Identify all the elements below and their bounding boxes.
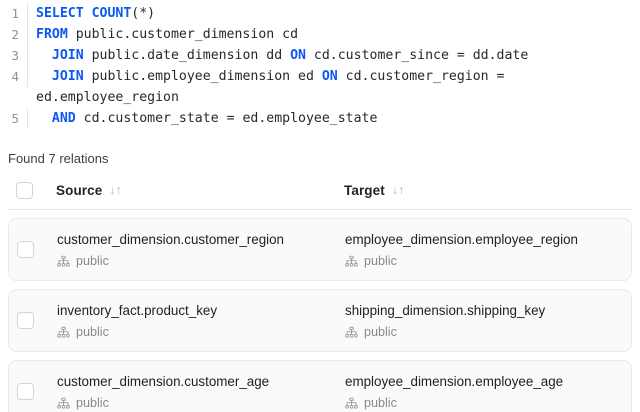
sql-keyword: JOIN [51, 48, 84, 63]
column-header-target[interactable]: Target ↓↑ [344, 183, 624, 198]
row-checkbox[interactable] [17, 312, 34, 329]
source-schema: public [57, 324, 345, 340]
sitemap-icon [57, 326, 70, 337]
column-header-source[interactable]: Source ↓↑ [56, 183, 344, 198]
row-checkbox[interactable] [17, 383, 34, 400]
sort-icon[interactable]: ↓↑ [109, 183, 122, 198]
source-name[interactable]: customer_dimension.customer_region [57, 232, 285, 247]
sql-keyword: ON [321, 69, 338, 84]
code-line: 3 JOIN public.date_dimension dd ON cd.cu… [0, 45, 640, 66]
code-line: 1 SELECT COUNT(*) [0, 3, 640, 24]
select-all-cell[interactable] [16, 182, 56, 199]
sql-text: public.customer_dimension cd [67, 27, 299, 42]
line-number: 5 [0, 108, 28, 129]
code-text: JOIN public.employee_dimension ed ON cd.… [36, 66, 640, 108]
sitemap-icon [57, 397, 70, 408]
target-schema: public [345, 324, 623, 340]
line-number: 1 [0, 3, 28, 24]
results-summary: Found 7 relations [8, 151, 109, 166]
sql-text: cd.customer_state = ed.employee_state [75, 111, 378, 126]
source-schema-label: public [76, 325, 109, 339]
source-schema-label: public [76, 396, 109, 410]
sql-text: (*) [131, 6, 156, 21]
target-name[interactable]: shipping_dimension.shipping_key [345, 303, 546, 318]
source-name[interactable]: customer_dimension.customer_age [57, 374, 270, 389]
column-header-target-label: Target [344, 183, 385, 198]
code-text: AND cd.customer_state = ed.employee_stat… [36, 108, 640, 129]
code-text: FROM public.customer_dimension cd [36, 24, 640, 45]
code-line: 4 JOIN public.employee_dimension ed ON c… [0, 66, 640, 108]
target-schema-label: public [364, 396, 397, 410]
sql-keyword: AND [51, 111, 76, 126]
sql-text [36, 69, 52, 84]
results-table-header: Source ↓↑ Target ↓↑ [8, 178, 632, 210]
column-header-source-label: Source [56, 183, 103, 198]
source-name[interactable]: inventory_fact.product_key [57, 303, 218, 318]
line-number: 3 [0, 45, 28, 66]
sql-text: public.date_dimension dd [83, 48, 291, 63]
sitemap-icon [345, 326, 358, 337]
select-all-checkbox[interactable] [16, 182, 33, 199]
sort-icon[interactable]: ↓↑ [391, 183, 405, 198]
sql-editor[interactable]: 1 SELECT COUNT(*) 2 FROM public.customer_di… [0, 0, 640, 135]
sql-text [36, 111, 52, 126]
target-name[interactable]: employee_dimension.employee_age [345, 374, 564, 389]
code-text: SELECT COUNT(*) [36, 3, 640, 24]
source-schema-label: public [76, 254, 109, 268]
row-checkbox-cell[interactable] [17, 312, 57, 329]
source-schema: public [57, 253, 345, 269]
target-schema: public [345, 395, 623, 411]
row-checkbox-cell[interactable] [17, 241, 57, 258]
code-line: 2 FROM public.customer_dimension cd [0, 24, 640, 45]
sql-text: cd.customer_region = ed.employee_region [36, 69, 513, 105]
row-checkbox-cell[interactable] [17, 383, 57, 400]
row-checkbox[interactable] [17, 241, 34, 258]
line-number: 2 [0, 24, 28, 45]
sql-text: public.employee_dimension ed [83, 69, 322, 84]
sitemap-icon [345, 255, 358, 266]
sql-text [36, 48, 52, 63]
target-schema-label: public [364, 325, 397, 339]
target-name[interactable]: employee_dimension.employee_region [345, 232, 578, 247]
sql-keyword: COUNT [91, 6, 132, 21]
line-number: 4 [0, 66, 28, 87]
target-schema-label: public [364, 254, 397, 268]
sitemap-icon [57, 255, 70, 266]
source-schema: public [57, 395, 345, 411]
sql-keyword: JOIN [51, 69, 84, 84]
code-text: JOIN public.date_dimension dd ON cd.cust… [36, 45, 640, 66]
sql-keyword: ON [290, 48, 306, 63]
target-schema: public [345, 253, 623, 269]
sql-keyword: FROM [36, 27, 68, 42]
sql-text [84, 6, 92, 21]
sitemap-icon [345, 397, 358, 408]
sql-keyword: SELECT [36, 6, 84, 21]
code-line: 5 AND cd.customer_state = ed.employee_st… [0, 108, 640, 129]
sql-text: cd.customer_since = dd.date [305, 48, 529, 63]
